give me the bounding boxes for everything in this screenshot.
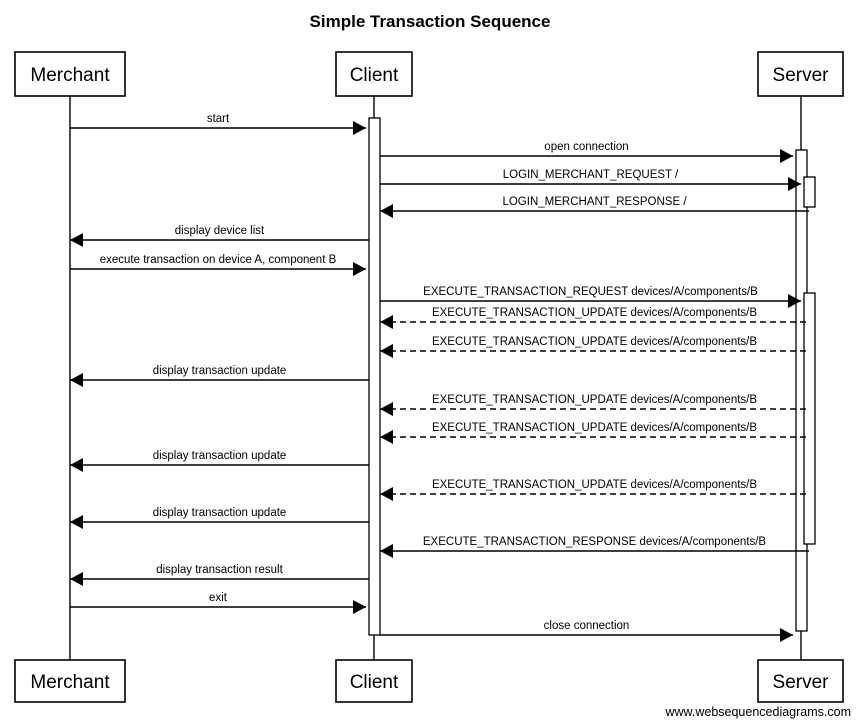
message-label: LOGIN_MERCHANT_RESPONSE / [502,196,687,208]
message-label: exit [209,592,228,604]
message-m15[interactable]: display transaction update [70,507,369,529]
message-label: EXECUTE_TRANSACTION_UPDATE devices/A/com… [432,307,757,319]
messages-layer: start open connectionLOGIN_MERCHANT_REQUE… [70,113,809,642]
page-title: Simple Transaction Sequence [310,12,551,31]
actor-label: Client [350,65,399,86]
message-m05[interactable]: display device list [70,225,369,247]
message-label: execute transaction on device A, compone… [100,254,337,266]
message-label: EXECUTE_TRANSACTION_UPDATE devices/A/com… [432,336,757,348]
arrow-head-icon [380,315,393,329]
actor-label: Server [773,672,830,693]
message-label: display transaction update [153,365,287,377]
message-m16[interactable]: EXECUTE_TRANSACTION_RESPONSE devices/A/c… [380,536,809,558]
message-m19[interactable]: close connection [380,620,793,642]
message-m12[interactable]: EXECUTE_TRANSACTION_UPDATE devices/A/com… [380,422,809,444]
arrow-head-icon [788,294,801,308]
message-label: start [207,113,230,125]
arrow-head-icon [380,430,393,444]
message-m09[interactable]: EXECUTE_TRANSACTION_UPDATE devices/A/com… [380,336,809,358]
arrow-head-icon [380,204,393,218]
arrow-head-icon [70,233,83,247]
message-label: display transaction update [153,507,287,519]
message-label: EXECUTE_TRANSACTION_UPDATE devices/A/com… [432,422,757,434]
arrow-head-icon [380,544,393,558]
arrow-head-icon [380,402,393,416]
message-label: EXECUTE_TRANSACTION_UPDATE devices/A/com… [432,394,757,406]
actor-label: Client [350,672,399,693]
arrow-head-icon [353,600,366,614]
arrow-head-icon [70,458,83,472]
message-label: LOGIN_MERCHANT_REQUEST / [503,169,679,181]
actor-box [335,51,413,97]
activations-layer [368,117,816,636]
message-m03[interactable]: LOGIN_MERCHANT_REQUEST / [380,169,801,191]
message-label: EXECUTE_TRANSACTION_REQUEST devices/A/co… [423,286,758,298]
message-m13[interactable]: display transaction update [70,450,369,472]
arrow-head-icon [353,262,366,276]
message-label: display device list [175,225,265,237]
actor-label: Merchant [30,65,110,86]
arrow-head-icon [380,487,393,501]
message-m01[interactable]: start [70,113,366,135]
message-m14[interactable]: EXECUTE_TRANSACTION_UPDATE devices/A/com… [380,479,809,501]
message-m17[interactable]: display transaction result [70,564,369,586]
message-label: EXECUTE_TRANSACTION_UPDATE devices/A/com… [432,479,757,491]
actor-client-bottom[interactable]: Client [335,659,413,703]
message-m18[interactable]: exit [70,592,366,614]
message-m10[interactable]: display transaction update [70,365,369,387]
actor-box [757,51,844,97]
message-m02[interactable]: open connection [380,141,793,163]
actor-box [335,659,413,703]
message-label: EXECUTE_TRANSACTION_RESPONSE devices/A/c… [423,536,767,548]
actor-server-top[interactable]: Server [757,51,844,97]
actor-client-top[interactable]: Client [335,51,413,97]
activation-bar-server-activation-login [803,176,816,208]
activation-bar-client-activation [368,117,381,636]
actor-label: Server [773,65,830,86]
arrow-head-icon [70,373,83,387]
message-m04[interactable]: LOGIN_MERCHANT_RESPONSE / [380,196,809,218]
arrow-head-icon [70,515,83,529]
message-m06[interactable]: execute transaction on device A, compone… [70,254,366,276]
actor-label: Merchant [30,672,110,693]
arrow-head-icon [380,344,393,358]
message-label: display transaction update [153,450,287,462]
actor-server-bottom[interactable]: Server [757,659,844,703]
message-label: display transaction result [156,564,283,576]
activation-bar-server-activation-transaction [803,292,816,545]
message-label: close connection [544,620,630,632]
arrow-head-icon [353,121,366,135]
actor-merchant-bottom[interactable]: Merchant [14,659,126,703]
actor-box [757,659,844,703]
actor-box [14,659,126,703]
message-m07[interactable]: EXECUTE_TRANSACTION_REQUEST devices/A/co… [380,286,801,308]
message-m08[interactable]: EXECUTE_TRANSACTION_UPDATE devices/A/com… [380,307,809,329]
actor-merchant-top[interactable]: Merchant [14,51,126,97]
arrow-head-icon [780,149,793,163]
arrow-head-icon [780,628,793,642]
arrow-head-icon [788,177,801,191]
message-m11[interactable]: EXECUTE_TRANSACTION_UPDATE devices/A/com… [380,394,809,416]
message-label: open connection [544,141,628,153]
actor-box [14,51,126,97]
watermark-footer: www.websequencediagrams.com [664,705,851,719]
arrow-head-icon [70,572,83,586]
